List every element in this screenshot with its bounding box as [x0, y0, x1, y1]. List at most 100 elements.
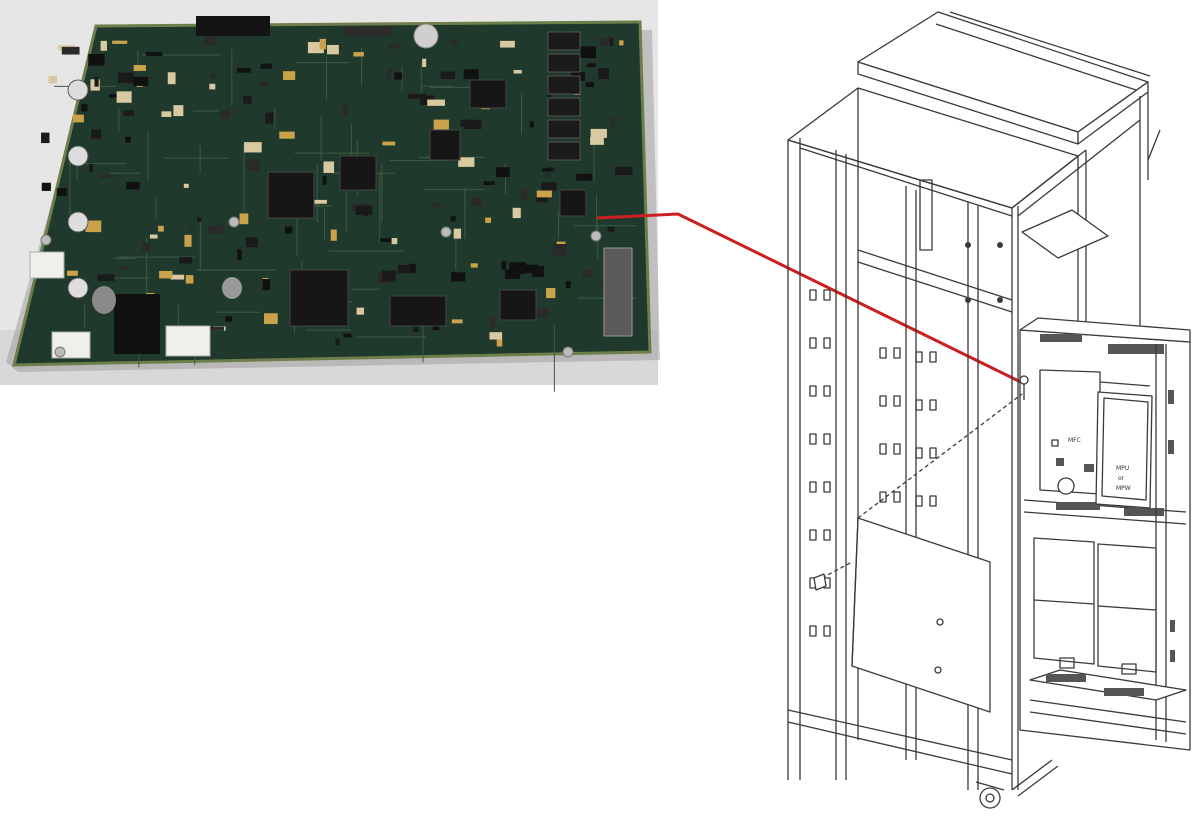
smd-component [536, 190, 552, 198]
smd-component [167, 72, 176, 85]
smd-component [600, 38, 610, 47]
smd-component [489, 332, 503, 340]
smd-component [88, 53, 105, 66]
cable-slot [879, 491, 887, 503]
ic-chip [289, 269, 349, 327]
electrolytic-capacitor [92, 286, 116, 314]
smd-component [197, 216, 202, 222]
smd-component [146, 51, 163, 57]
smd-component [427, 99, 445, 106]
electronics-panel: MFC MPU or MPW [1019, 129, 1191, 751]
smd-component [72, 114, 84, 123]
cable-slot [915, 447, 923, 459]
ic-chip [559, 189, 587, 217]
smd-component [259, 81, 269, 87]
ic-chip [469, 79, 507, 109]
cabinet-top [857, 11, 1151, 145]
smd-component [342, 104, 348, 116]
cable-slot [823, 289, 831, 301]
mounting-hole [440, 226, 452, 238]
smd-component [546, 287, 556, 299]
cable-slot [893, 491, 901, 503]
mounting-hole [562, 346, 574, 358]
smd-component [590, 128, 607, 138]
smd-component [432, 202, 440, 208]
smd-component [219, 110, 231, 119]
smd-component [94, 76, 99, 87]
cable-slot [823, 385, 831, 397]
smd-component [208, 225, 220, 233]
smd-component [496, 339, 503, 347]
cover-plate [813, 393, 1023, 713]
cabinet-base [975, 759, 1059, 809]
smd-component [100, 40, 107, 51]
smd-component [453, 228, 462, 239]
smd-component [615, 166, 633, 175]
smd-component [330, 229, 337, 241]
smd-component [132, 76, 149, 86]
cabinet-line-drawing: MFC MPU or MPW [787, 11, 1191, 809]
smd-component [391, 238, 398, 245]
callout-line [596, 212, 1083, 414]
smd-component [549, 167, 555, 172]
smd-component [141, 242, 150, 253]
cable-slot [879, 347, 887, 359]
smd-component [585, 82, 594, 88]
smd-component [490, 317, 496, 328]
cable-slot [809, 433, 817, 445]
smd-component [533, 308, 549, 318]
smd-component [619, 40, 624, 46]
cable-slot [929, 495, 937, 507]
ic-chip [389, 295, 447, 327]
cable-slot [893, 347, 901, 359]
smd-component [159, 270, 173, 279]
cable-slot [809, 625, 817, 637]
smd-component [485, 217, 492, 223]
smd-component [41, 132, 50, 144]
smd-component [179, 257, 193, 264]
smd-component [576, 173, 593, 181]
header-connector [344, 26, 392, 36]
smd-component [133, 64, 146, 71]
smd-component [204, 36, 215, 46]
smd-component [495, 167, 510, 178]
smd-component [56, 188, 67, 197]
cable-slot [879, 395, 887, 407]
smd-component [565, 281, 571, 289]
mpw-label: MPW [1116, 485, 1131, 492]
ic-chip [267, 171, 315, 219]
smd-component [483, 181, 495, 185]
smd-component [237, 68, 251, 73]
inductor [67, 145, 89, 167]
smd-component [460, 119, 479, 128]
ic-chip [499, 289, 537, 321]
smd-component [388, 44, 401, 49]
smd-component [335, 338, 340, 346]
smd-component [313, 199, 327, 204]
rj-jack [547, 75, 581, 95]
cable-slot [929, 447, 937, 459]
cable-slot [809, 337, 817, 349]
smd-component [209, 83, 216, 90]
smd-component [607, 37, 614, 47]
smd-component [209, 326, 224, 331]
or-label: or [1118, 475, 1125, 482]
smd-component [121, 266, 130, 270]
smd-component [381, 270, 396, 281]
cable-slot [915, 399, 923, 411]
smd-component [440, 71, 455, 80]
smd-component [394, 72, 402, 80]
smd-component [244, 142, 262, 153]
power-connector [29, 251, 65, 279]
rj-jack [547, 119, 581, 139]
smd-component [409, 263, 416, 274]
smd-component [246, 159, 260, 171]
cable-slot [823, 433, 831, 445]
smd-component [413, 323, 419, 333]
smd-component [91, 129, 102, 139]
smd-component [307, 42, 324, 54]
dsub-connector [603, 247, 633, 337]
smd-component [89, 164, 94, 173]
smd-component [450, 272, 466, 282]
smd-component [85, 220, 102, 233]
